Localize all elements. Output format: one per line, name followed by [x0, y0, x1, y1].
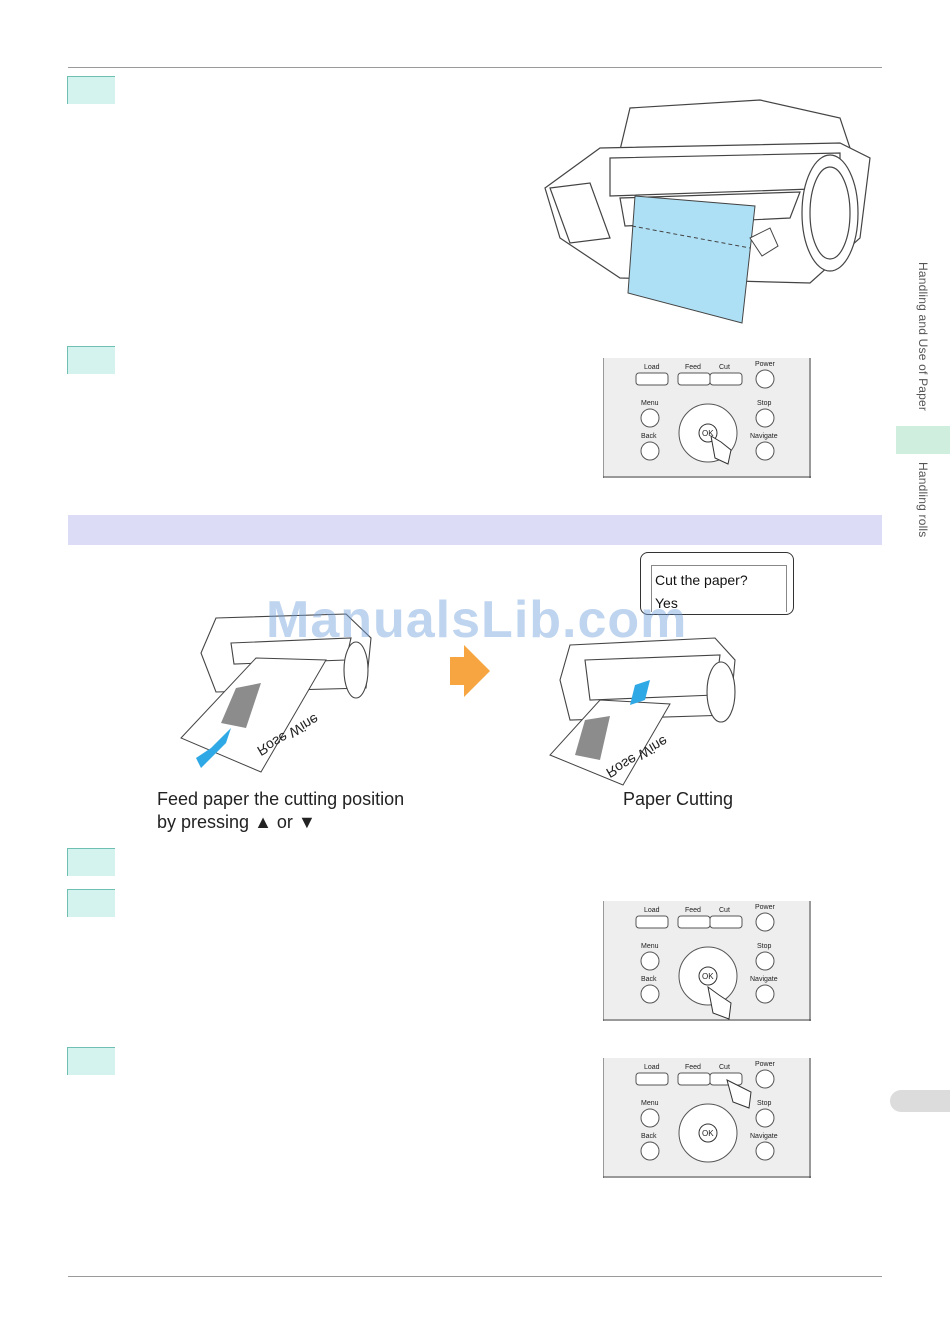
page-number-tab — [890, 1090, 950, 1112]
chapter-label: Handling and Use of Paper — [916, 262, 930, 412]
feed-caption: Feed paper the cutting position by press… — [157, 788, 404, 834]
paper-sheet-shape — [627, 195, 756, 324]
step-tab-5 — [67, 1047, 115, 1075]
bottom-rule — [68, 1276, 882, 1277]
load-label-3: Load — [644, 1064, 660, 1071]
feed-caption-line1: Feed paper the cutting position — [157, 789, 405, 809]
control-panel-ok-press-illustration: Load Feed Cut Power Menu Stop Back Navig… — [603, 901, 811, 1021]
dialog-question: Cut the paper? — [655, 572, 748, 588]
step-tab-3 — [67, 848, 115, 876]
step-tab-4 — [67, 889, 115, 917]
stop-label: Stop — [757, 400, 772, 407]
top-rule — [68, 67, 882, 68]
cut-label-2: Cut — [719, 907, 730, 914]
section-header-bar — [68, 515, 882, 545]
pressing-text: by pressing — [157, 812, 250, 832]
ok-label: OK — [702, 429, 714, 438]
printer-with-paper-illustration — [544, 99, 871, 324]
or-text: or — [276, 812, 293, 832]
back-label: Back — [641, 433, 657, 440]
feed-paper-illustration: Rose Wine — [180, 613, 372, 773]
power-label-3: Power — [755, 1061, 776, 1068]
power-label-2: Power — [755, 904, 776, 911]
section-label: Handling rolls — [916, 462, 930, 538]
paper-cutting-illustration: Rose Wine — [549, 637, 736, 786]
menu-label-3: Menu — [641, 1100, 659, 1107]
cut-label: Cut — [719, 364, 730, 371]
step-tab-2 — [67, 346, 115, 374]
watermark: ManualsLib.com — [266, 591, 688, 649]
cut-confirm-dialog: Cut the paper? Yes — [640, 552, 794, 615]
feed-caption-line2: by pressing ▲ or ▼ — [157, 811, 404, 834]
stop-label-2: Stop — [757, 943, 772, 950]
back-label-3: Back — [641, 1133, 657, 1140]
navigate-label-2: Navigate — [750, 976, 778, 983]
paper-cutting-caption: Paper Cutting — [623, 789, 734, 809]
feed-direction-arrow — [196, 728, 231, 768]
next-step-arrow-icon — [450, 645, 490, 697]
load-label: Load — [644, 364, 660, 371]
cut-label-3: Cut — [719, 1064, 730, 1071]
back-label-2: Back — [641, 976, 657, 983]
feed-label-2: Feed — [685, 907, 701, 914]
ok-label-3: OK — [702, 1129, 714, 1138]
dialog-option-yes: Yes — [655, 595, 678, 611]
power-label: Power — [755, 361, 776, 368]
stop-label-3: Stop — [757, 1100, 772, 1107]
control-panel-cut-press-illustration: Load Feed Cut Power Menu Stop Back Navig… — [603, 1058, 811, 1178]
step-tab-1 — [67, 76, 115, 104]
feed-label: Feed — [685, 364, 701, 371]
control-panel-ok-illustration: Load Feed Cut Power Menu Stop Back Navig… — [603, 358, 811, 478]
ok-label-2: OK — [702, 972, 714, 981]
up-triangle-icon: ▲ — [254, 812, 272, 832]
down-triangle-icon: ▼ — [297, 812, 316, 832]
navigate-label-3: Navigate — [750, 1133, 778, 1140]
menu-label-2: Menu — [641, 943, 659, 950]
menu-label: Menu — [641, 400, 659, 407]
cut-direction-arrow — [630, 680, 650, 705]
load-label-2: Load — [644, 907, 660, 914]
navigate-label: Navigate — [750, 433, 778, 440]
feed-label-3: Feed — [685, 1064, 701, 1071]
section-tab-marker — [896, 426, 950, 454]
